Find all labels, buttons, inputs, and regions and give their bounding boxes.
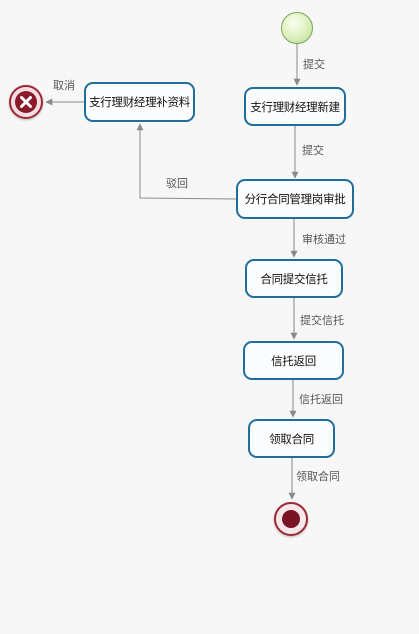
edge-label-cancel: 取消	[53, 79, 75, 92]
edge-label-reject: 驳回	[166, 177, 188, 190]
edge-label-submit-2: 提交	[302, 144, 324, 157]
task-trust-return[interactable]: 信托返回	[243, 341, 344, 380]
task-get-contract[interactable]: 领取合同	[248, 419, 335, 458]
task-supplement[interactable]: 支行理财经理补资料	[84, 82, 195, 122]
edge-label-approved: 审核通过	[302, 233, 346, 246]
start-event-icon[interactable]	[281, 12, 313, 44]
cancel-x-icon	[20, 96, 32, 108]
end-inner-circle	[282, 510, 300, 528]
edge-label-submit-trust: 提交信托	[300, 314, 344, 327]
edge-label-get-contract: 领取合同	[296, 470, 340, 483]
cancel-end-event-icon[interactable]	[9, 85, 43, 119]
end-event-icon[interactable]	[274, 502, 308, 536]
edge-label-submit-1: 提交	[303, 58, 325, 71]
task-approve[interactable]: 分行合同管理岗审批	[236, 179, 354, 219]
edge-reject	[136, 123, 237, 200]
edge-label-trust-return: 信托返回	[299, 393, 343, 406]
task-submit-trust[interactable]: 合同提交信托	[245, 259, 343, 298]
task-create[interactable]: 支行理财经理新建	[244, 87, 346, 126]
